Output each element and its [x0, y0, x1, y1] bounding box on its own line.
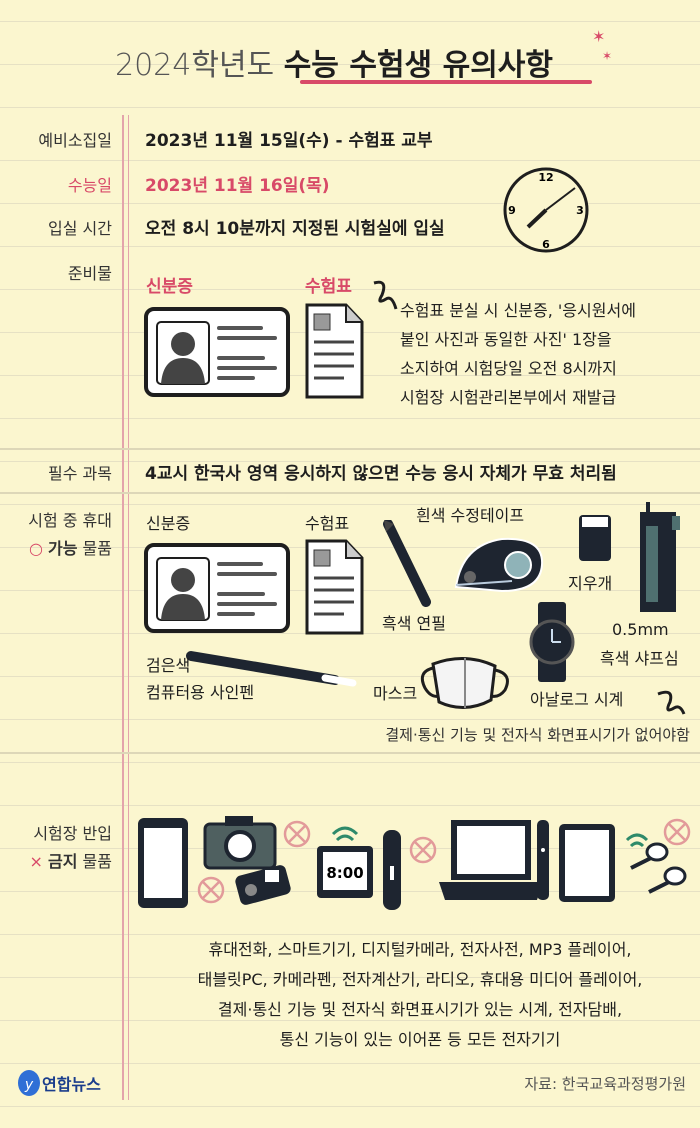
- label-required: 필수 과목: [48, 464, 112, 483]
- value-entry-time: 오전 8시 10분까지 지정된 시험실에 입실: [145, 219, 445, 239]
- clock-icon: 12 3 6 9: [503, 167, 589, 253]
- title-main: 수능 수험생 유의사항: [283, 48, 553, 83]
- banned-line: 태블릿PC, 카메라펜, 전자계산기, 라디오, 휴대용 미디어 플레이어,: [197, 970, 643, 989]
- mask-icon: [420, 656, 509, 709]
- x-mark-icon: ×: [29, 852, 43, 871]
- svg-text:✶: ✶: [602, 49, 612, 63]
- id-card-icon: [144, 543, 290, 633]
- label-banned-2: × 금지 물품: [30, 848, 113, 872]
- label-pre-gathering: 예비소집일: [38, 131, 112, 150]
- svg-text:12: 12: [538, 171, 553, 184]
- smartphone-icon: [138, 818, 188, 908]
- ticket-loss-note: 수험표 분실 시 신분증, '응시원서에 붙인 사진과 동일한 사진' 1장을 …: [400, 296, 636, 412]
- tablet-icon: [559, 824, 615, 902]
- pencil-lead-case-icon: [640, 502, 680, 612]
- allowed-label: 물품: [82, 539, 112, 558]
- yonhap-logo-icon: y: [18, 1070, 40, 1096]
- laptop-icon: [439, 820, 543, 900]
- e-cigarette-icon: [383, 830, 401, 910]
- circle-mark-icon: ○: [28, 539, 43, 558]
- yonhap-logo: y 연합뉴스: [16, 1068, 101, 1098]
- banned-bold: 금지: [48, 852, 78, 871]
- earphones-icon: [625, 833, 687, 894]
- document-icon: [305, 303, 364, 399]
- divider: [0, 492, 700, 494]
- yonhap-logo-text: 연합뉴스: [42, 1075, 101, 1094]
- note-line: 소지하여 시험당일 오전 8시까지: [400, 359, 617, 378]
- allowed-pen-label: 검은색: [146, 656, 191, 675]
- pointer-arrow-icon: [657, 690, 686, 715]
- allowed-pen-label: 컴퓨터용 사인펜: [146, 683, 255, 702]
- camera-pen-icon: [537, 820, 549, 900]
- document-icon: [305, 539, 364, 635]
- allowed-id-card-label: 신분증: [146, 514, 191, 533]
- allowed-ticket-label: 수험표: [305, 514, 350, 533]
- eraser-icon: [579, 515, 611, 561]
- allowed-mask-label: 마스크: [373, 684, 418, 703]
- allowed-eraser-label: 지우개: [568, 574, 613, 593]
- value-pre-gathering: 2023년 11월 15일(수) - 수험표 교부: [145, 131, 433, 151]
- label-preparation: 준비물: [67, 264, 112, 283]
- value-required: 4교시 한국사 영역 응시하지 않으면 수능 응시 자체가 무효 처리됨: [145, 464, 617, 484]
- prep-id-card-label: 신분증: [146, 277, 193, 297]
- value-exam-day: 2023년 11월 16일(목): [145, 176, 330, 196]
- label-entry-time: 입실 시간: [48, 219, 112, 238]
- label-exam-day: 수능일: [67, 176, 112, 195]
- svg-text:9: 9: [508, 204, 516, 217]
- pointer-arrow-icon: [373, 280, 398, 310]
- banned-label: 물품: [82, 852, 112, 871]
- allowed-tape-label: 흰색 수정테이프: [416, 506, 525, 525]
- divider: [0, 752, 700, 754]
- pencil-icon: [383, 520, 431, 607]
- banned-items-list: 휴대전화, 스마트기기, 디지털카메라, 전자사전, MP3 플레이어, 태블릿…: [140, 935, 700, 1055]
- allowed-watch-note: 결제·통신 기능 및 전자식 화면표시기가 없어야함: [385, 726, 690, 744]
- allowed-lead-label: 0.5mm: [612, 620, 669, 639]
- divider: [0, 448, 700, 450]
- note-line: 붙인 사진과 동일한 사진' 1장을: [400, 330, 612, 349]
- svg-text:y: y: [24, 1077, 34, 1093]
- analog-watch-icon: [529, 602, 575, 682]
- svg-text:3: 3: [576, 204, 584, 217]
- title-underline: [300, 80, 592, 84]
- page-title: 2024학년도 수능 수험생 유의사항: [115, 40, 553, 84]
- allowed-pencil-label: 흑색 연필: [382, 614, 446, 633]
- sign-pen-icon: [186, 651, 357, 687]
- banned-line: 통신 기능이 있는 이어폰 등 모든 전자기기: [279, 1030, 561, 1049]
- id-card-icon: [144, 307, 290, 397]
- note-line: 수험표 분실 시 신분증, '응시원서에: [400, 301, 636, 320]
- correction-tape-icon: [454, 537, 544, 593]
- allowed-watch-label: 아날로그 시계: [530, 690, 624, 709]
- sparkle-icon: ✶✶: [592, 27, 612, 63]
- label-allowed-2: ○ 가능 물품: [29, 535, 112, 559]
- svg-text:✶: ✶: [592, 27, 605, 46]
- banned-line: 휴대전화, 스마트기기, 디지털카메라, 전자사전, MP3 플레이어,: [208, 940, 632, 959]
- label-banned-1: 시험장 반입: [33, 824, 112, 843]
- smart-watch-icon: 8:00: [317, 826, 373, 898]
- note-line: 시험장 시험관리본부에서 재발급: [400, 388, 617, 407]
- margin-line: [122, 115, 124, 1100]
- allowed-bold: 가능: [48, 539, 78, 558]
- banned-line: 결제·통신 기능 및 전자식 화면표시기가 있는 시계, 전자담배,: [217, 1000, 623, 1019]
- clock-display: 8:00: [326, 864, 363, 882]
- label-allowed-1: 시험 중 휴대: [28, 511, 112, 530]
- allowed-lead-label: 흑색 샤프심: [600, 649, 679, 668]
- mp3-player-icon: [235, 865, 291, 905]
- prep-ticket-label: 수험표: [305, 277, 352, 297]
- svg-text:6: 6: [542, 238, 550, 251]
- prohibited-mark-icon: [197, 818, 691, 904]
- source-credit: 자료: 한국교육과정평가원: [524, 1075, 686, 1093]
- camera-icon: [203, 816, 277, 870]
- title-prefix: 2024학년도: [115, 48, 275, 83]
- margin-line: [128, 115, 129, 1100]
- banned-devices-illustration: 8:00: [138, 816, 691, 910]
